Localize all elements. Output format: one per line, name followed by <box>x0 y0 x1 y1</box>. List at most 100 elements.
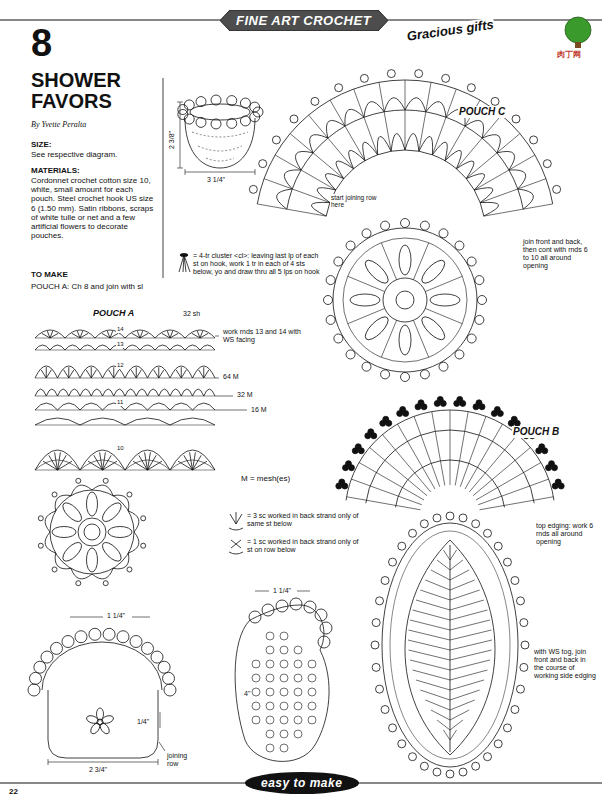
flower-blob <box>555 479 561 485</box>
dimension-line <box>255 591 269 592</box>
fan-shell <box>465 120 484 138</box>
ruffle-loop <box>320 622 332 634</box>
dimension-line <box>297 591 310 592</box>
picot-loop <box>512 115 520 123</box>
motif-round <box>343 238 467 362</box>
edge-scallop <box>128 532 139 553</box>
motif-center <box>84 524 100 540</box>
fan-spoke <box>460 416 486 486</box>
fan-spoke <box>351 479 421 505</box>
edge-loop <box>401 373 410 382</box>
pattern-label: 8 <box>30 24 53 62</box>
leader-line <box>215 410 247 411</box>
banner-shape <box>245 772 359 794</box>
edge-loop <box>516 685 524 693</box>
edge-loop <box>516 597 524 605</box>
title-text: SHOWER FAVORS <box>30 70 152 112</box>
ruffle-loop <box>50 642 62 654</box>
leaf-vein <box>450 545 451 752</box>
fan-shell <box>426 102 446 118</box>
fan-spoke <box>456 115 501 169</box>
lace-mesh <box>252 688 260 696</box>
leaf-vein <box>420 590 479 600</box>
motif-petal <box>87 492 98 516</box>
footer-banner: easy to make <box>245 772 359 794</box>
flower-blob <box>494 406 500 412</box>
leaf-vein <box>410 660 490 670</box>
lace-mesh <box>280 688 288 696</box>
edge-loop <box>475 315 484 324</box>
cluster-symbol <box>180 254 188 257</box>
edge-loop <box>520 619 528 627</box>
lace-mesh <box>266 730 274 738</box>
edge-loop <box>494 740 502 748</box>
fan-spoke <box>466 134 520 179</box>
leaf-vein <box>409 650 492 660</box>
row-base <box>35 396 215 397</box>
fan-shell <box>432 142 447 161</box>
motif-petal <box>362 313 392 343</box>
leaf-vein <box>409 630 492 640</box>
ruffle-loop <box>276 600 288 612</box>
ruffle-loop <box>41 651 53 663</box>
motif-petal <box>418 313 448 343</box>
pattern-label: with WS tog, join front and back in the … <box>533 648 597 680</box>
pattern-label: Cordonnet crochet cotton size 10, white,… <box>30 176 157 240</box>
motif-spoke <box>413 243 428 280</box>
pattern-label: 4" <box>243 690 251 698</box>
flower-blob <box>345 461 351 467</box>
edge-loop <box>475 276 484 285</box>
ruffle-loop <box>117 631 129 643</box>
ruffle-loop <box>304 601 316 613</box>
motif-spoke <box>425 276 462 291</box>
motif-petal <box>350 294 380 306</box>
fan-shell <box>445 150 461 168</box>
fan-shell <box>377 136 391 154</box>
leaf-vein <box>408 640 492 650</box>
edge-loop <box>420 762 428 770</box>
dimension-line <box>70 617 103 618</box>
edge-loop <box>334 257 343 266</box>
fan-shell <box>405 134 419 152</box>
fan-spoke <box>450 410 451 485</box>
lace-mesh <box>308 702 316 710</box>
motif-spoke <box>381 243 396 280</box>
flower-blob <box>418 400 424 406</box>
motif-round <box>50 490 134 574</box>
pattern-label: joining row <box>166 752 200 768</box>
dimension-line <box>185 172 255 173</box>
fan-spoke <box>480 497 554 510</box>
edge-loop <box>478 296 487 305</box>
shell-row <box>35 330 215 338</box>
pattern-label: MATERIALS: <box>30 166 81 175</box>
lace-mesh <box>266 702 274 710</box>
ruffle-loop <box>158 661 170 673</box>
flower-blob <box>383 416 389 422</box>
symbol-key: = 4-tr cluster <cl>: leaving last lp of … <box>192 252 322 276</box>
motif-spoke <box>348 276 385 291</box>
leaf-vein <box>437 720 463 730</box>
lace-mesh <box>266 744 274 752</box>
picot-loop <box>467 84 475 92</box>
mesh-row <box>35 418 215 425</box>
fan-spoke <box>359 463 424 501</box>
lace-mesh <box>266 646 274 654</box>
ruffle-loop <box>34 661 46 673</box>
leader-line <box>215 396 233 397</box>
edge-loop <box>494 542 502 550</box>
leaf-vein <box>431 710 469 720</box>
picot-loop <box>76 581 81 586</box>
fan-spoke <box>432 89 456 155</box>
fan-spoke <box>480 179 546 203</box>
motif-petal <box>108 527 132 538</box>
pattern-label: start joining row here <box>330 194 378 209</box>
pattern-label: Gracious gifts <box>405 18 496 45</box>
logo-trunk <box>575 42 581 48</box>
edge-loop <box>455 241 464 250</box>
lace-mesh <box>308 660 316 668</box>
edge-loop <box>520 663 528 671</box>
pattern-label: POUCH C <box>458 106 506 118</box>
pattern-label: 64 M <box>222 373 240 381</box>
edge-loop <box>372 663 380 671</box>
